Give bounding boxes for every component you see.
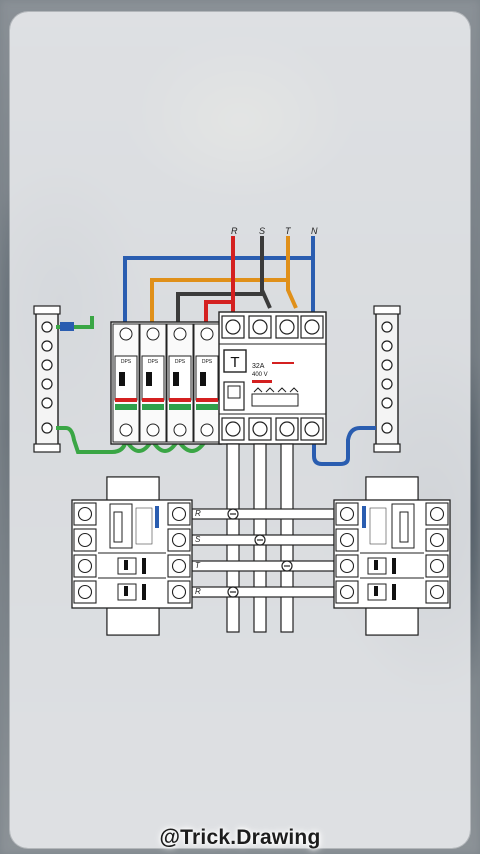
phase-label-r: R xyxy=(231,226,238,236)
breaker-bank-left xyxy=(71,476,193,636)
dps-module-2 xyxy=(139,323,167,443)
rcd-test-label: T xyxy=(230,354,239,371)
neutral-wire-right xyxy=(312,426,376,466)
dps-label-1: DPS xyxy=(121,359,132,365)
wire-s-phase xyxy=(260,236,272,309)
bus-label-r1: R xyxy=(195,509,201,518)
dps-label-4: DPS xyxy=(202,359,213,365)
dps-label-2: DPS xyxy=(148,359,159,365)
dps-label-3: DPS xyxy=(175,359,186,365)
incoming-wires xyxy=(123,236,315,326)
rcd-voltage: 400 V xyxy=(252,372,268,378)
phase-label-t: T xyxy=(285,226,292,236)
dps-module-1 xyxy=(112,323,140,443)
wire-t-phase xyxy=(286,236,298,309)
ground-bar-right xyxy=(373,305,401,453)
neutral-sleeve xyxy=(60,322,74,331)
rcd-rating: 32A xyxy=(252,363,265,370)
bus-label-r2: R xyxy=(195,587,201,596)
bus-label-t: T xyxy=(195,561,201,570)
ground-wire-left-to-dps xyxy=(56,426,128,454)
dps-module-3 xyxy=(166,323,194,443)
breaker-bank-right xyxy=(333,476,451,636)
phase-label-n: N xyxy=(311,226,318,236)
dps-module-group: DPS DPS DPS DPS xyxy=(110,321,222,445)
watermark-handle: @Trick.Drawing xyxy=(159,826,321,849)
phase-label-s: S xyxy=(259,226,265,236)
rcd-switch: T 32A 400 V xyxy=(218,311,327,445)
dps-module-4 xyxy=(193,323,221,443)
ground-bar-left xyxy=(33,305,61,453)
bus-label-s: S xyxy=(195,535,201,544)
